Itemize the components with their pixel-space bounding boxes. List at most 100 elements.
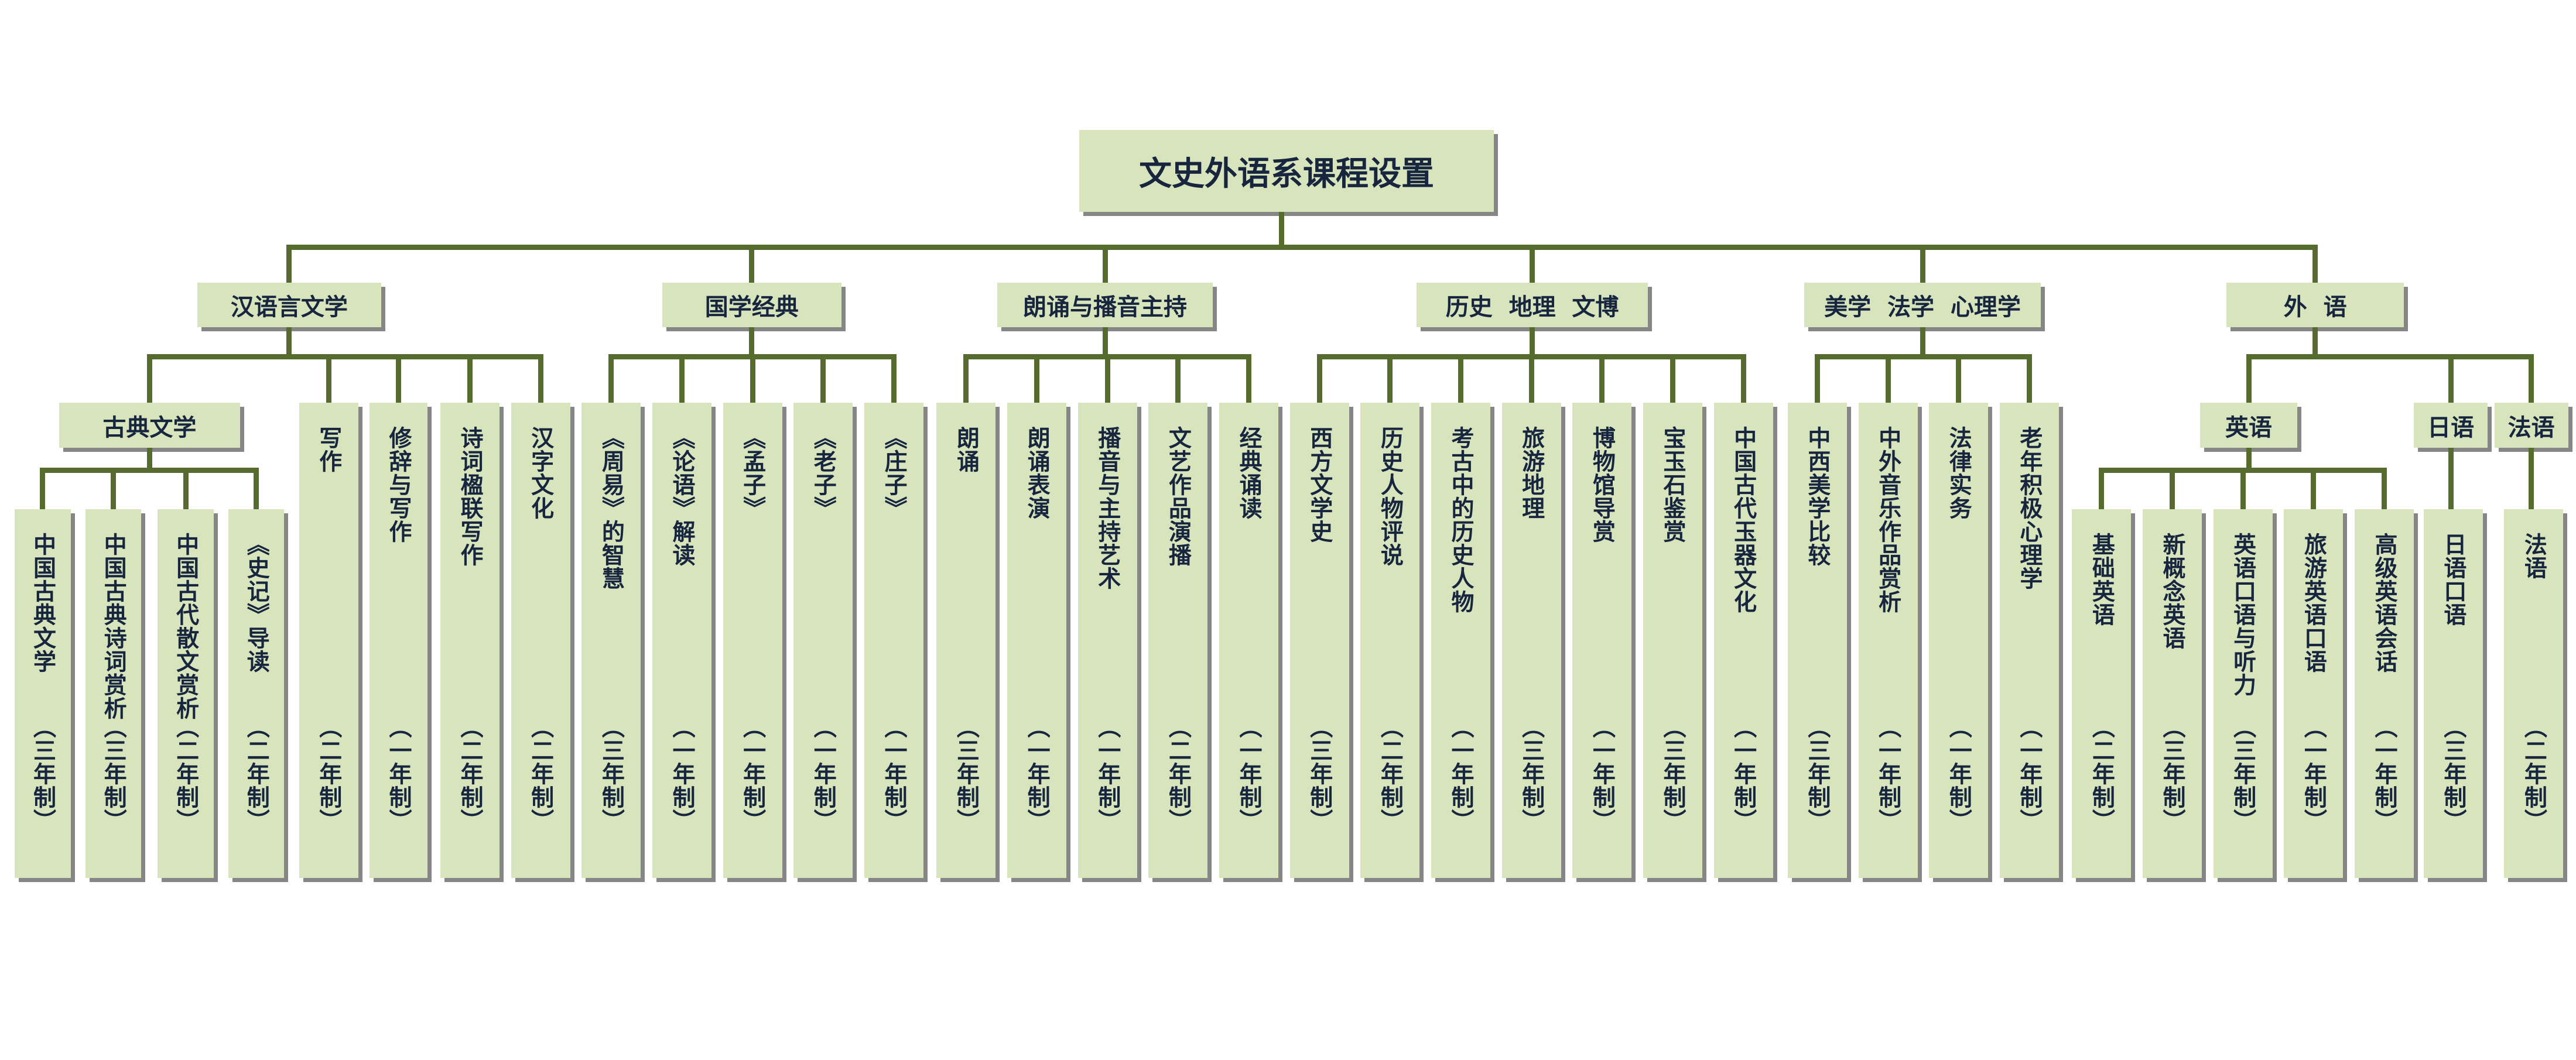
connector-line (891, 356, 897, 403)
connector-line (2246, 448, 2252, 470)
course-name: 基础英语 (2088, 533, 2115, 626)
course-box: 《孟子》（一年制） (723, 403, 782, 878)
course-duration: （三年制） (2440, 715, 2466, 832)
category-box: 外 语 (2226, 283, 2404, 327)
connector-line (750, 356, 755, 403)
course-duration: （一年制） (668, 715, 695, 832)
course-name: 修辞与写作 (385, 426, 412, 543)
course-box: 高级英语会话 （一年制） (2354, 509, 2414, 878)
connector-line (2382, 470, 2387, 509)
subcategory-label: 英语 (2225, 414, 2272, 441)
connector-line (1956, 356, 1962, 403)
course-box: 《史记》导读（二年制） (228, 509, 285, 878)
category-box: 汉语言文学 (197, 283, 381, 327)
course-box: 中西美学比较（三年制） (1787, 403, 1847, 878)
connector-line (679, 356, 685, 403)
connector-line (1530, 327, 1535, 356)
course-duration: （二年制） (527, 715, 554, 832)
connector-line (749, 247, 755, 283)
course-duration: （二年制） (1165, 715, 1192, 832)
connector-line (2246, 356, 2252, 403)
course-name: 《庄子》 (880, 426, 907, 520)
course-box: 中国古代玉器文化（一年制） (1713, 403, 1773, 878)
connector-line (1599, 356, 1605, 403)
connector-line (146, 356, 152, 403)
course-duration: （一年制） (2016, 715, 2043, 832)
category-label: 国学经典 (704, 294, 799, 321)
course-box: 法律实务（一年制） (1929, 403, 1989, 878)
connector-line (2529, 448, 2534, 509)
connector-line (40, 467, 259, 473)
course-box: 中国古典诗词赏析（三年制） (85, 509, 142, 878)
course-box: 考古中的历史人物（一年制） (1431, 403, 1491, 878)
course-name: 《周易》的智慧 (598, 426, 625, 590)
course-duration: （一年制） (880, 715, 907, 832)
course-name: 高级英语会话 (2370, 533, 2397, 673)
connector-line (2026, 356, 2032, 403)
course-name: 文艺作品演播 (1165, 426, 1192, 567)
category-label: 美学 法学 心理学 (1824, 294, 2021, 321)
connector-line (1175, 356, 1181, 403)
connector-line (2099, 470, 2105, 509)
subcategory-box: 法语 (2494, 403, 2568, 448)
course-box: 日语口语（三年制） (2423, 509, 2483, 878)
category-box: 历史 地理 文博 (1416, 283, 1648, 327)
course-box: 《周易》的智慧（三年制） (581, 403, 641, 878)
connector-line (1034, 356, 1040, 403)
course-box: 旅游英语口语（一年制） (2284, 509, 2344, 878)
course-name: 博物馆导赏 (1589, 426, 1616, 543)
course-box: 《庄子》 （一年制） (864, 403, 923, 878)
course-name: 播音与主持艺术 (1094, 426, 1121, 590)
connector-line (183, 470, 189, 509)
course-box: 新概念英语（三年制） (2143, 509, 2202, 878)
course-name: 老年积极心理学 (2016, 426, 2043, 590)
course-name: 中国古代散文赏析 (172, 533, 199, 720)
connector-line (40, 470, 46, 509)
course-box: 基础英语（二年制） (2072, 509, 2132, 878)
connector-line (1670, 356, 1675, 403)
connector-line (254, 470, 259, 509)
course-box: 写作（二年制） (299, 403, 358, 878)
course-box: 中国古典文学（三年制） (15, 509, 71, 878)
course-duration: （一年制） (1589, 715, 1616, 832)
connector-line (146, 448, 152, 470)
course-name: 汉字文化 (527, 426, 554, 520)
course-box: 法语（二年制） (2504, 509, 2564, 878)
course-duration: （一年制） (1874, 715, 1901, 832)
course-duration: （三年制） (1518, 715, 1545, 832)
course-name: 写作 (315, 426, 342, 473)
course-name: 旅游地理 (1518, 426, 1545, 520)
connector-line (1102, 247, 1108, 283)
connector-line (286, 244, 2318, 250)
category-box: 美学 法学 心理学 (1804, 283, 2041, 327)
course-box: 《老子》（一年制） (793, 403, 853, 878)
connector-line (1316, 356, 1322, 403)
course-box: 《论语》解读（一年制） (652, 403, 711, 878)
connector-line (1530, 247, 1535, 283)
category-label: 历史 地理 文博 (1445, 294, 1619, 321)
course-duration: （一年制） (1236, 715, 1263, 832)
course-name: 法语 (2520, 533, 2547, 579)
connector-line (1814, 356, 1820, 403)
connector-line (1920, 247, 1925, 283)
category-box: 国学经典 (662, 283, 841, 327)
course-duration: （一年制） (2370, 715, 2397, 832)
course-name: 历史人物评说 (1377, 426, 1404, 567)
course-name: 宝玉石鉴赏 (1660, 426, 1686, 543)
root-title: 文史外语系课程设置 (1139, 155, 1434, 193)
connector-line (2311, 470, 2317, 509)
course-duration: （一年制） (1024, 715, 1051, 832)
connector-line (1740, 356, 1746, 403)
course-duration: （三年制） (953, 715, 980, 832)
course-name: 诗词楹联写作 (457, 426, 483, 567)
course-name: 中国古典文学 (29, 533, 56, 673)
course-name: 旅游英语口语 (2300, 533, 2327, 673)
category-box: 朗诵与播音主持 (997, 283, 1213, 327)
connector-line (1458, 356, 1464, 403)
course-box: 经典诵读（一年制） (1219, 403, 1279, 878)
connector-line (1246, 356, 1252, 403)
connector-line (111, 470, 117, 509)
subcategory-label: 日语 (2427, 414, 2475, 441)
course-duration: （三年制） (1660, 715, 1686, 832)
course-name: 中外音乐作品赏析 (1874, 426, 1901, 613)
